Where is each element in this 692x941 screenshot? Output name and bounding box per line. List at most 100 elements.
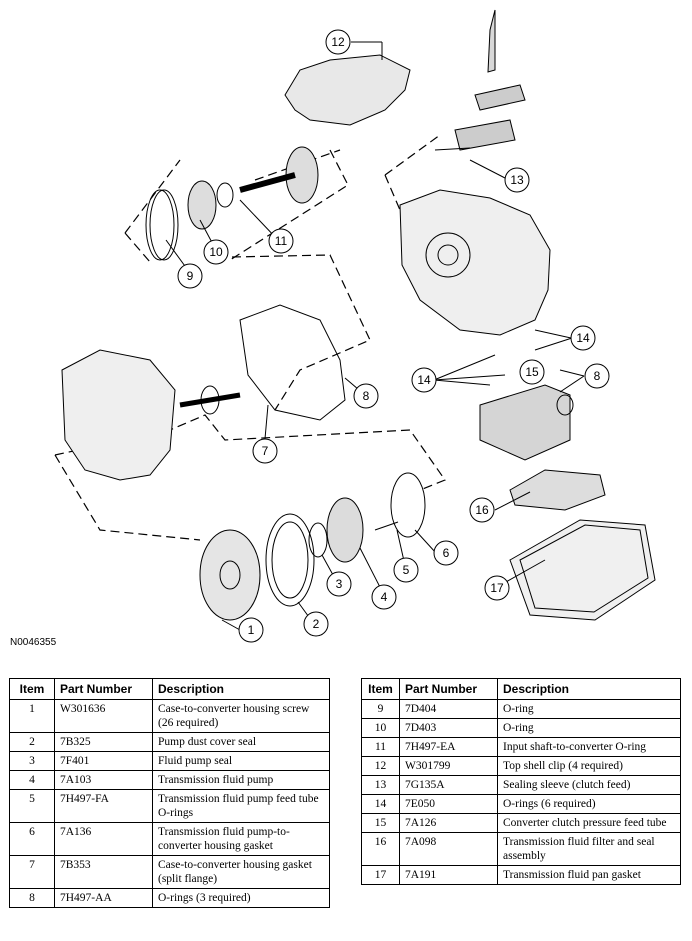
callout-8a: 8 bbox=[353, 383, 379, 409]
shift-linkage bbox=[434, 9, 526, 151]
item-cell: 9 bbox=[361, 699, 400, 719]
part-number-cell: 7A103 bbox=[54, 770, 153, 790]
callout-10: 10 bbox=[203, 239, 229, 265]
description-cell: Case-to-converter housing gasket (split … bbox=[152, 855, 330, 889]
callout-8b: 8 bbox=[584, 363, 610, 389]
svg-text:1: 1 bbox=[248, 623, 255, 637]
item-cell: 17 bbox=[361, 865, 400, 885]
svg-text:12: 12 bbox=[331, 35, 345, 49]
svg-text:4: 4 bbox=[381, 590, 388, 604]
svg-text:15: 15 bbox=[525, 365, 539, 379]
description-cell: O-rings (3 required) bbox=[152, 888, 330, 908]
transmission-case bbox=[399, 189, 551, 336]
svg-text:2: 2 bbox=[313, 617, 320, 631]
part-number-cell: 7G135A bbox=[399, 775, 498, 795]
callout-3: 3 bbox=[326, 571, 352, 597]
table-header-row: Item Part Number Description bbox=[361, 678, 681, 700]
valve-body bbox=[479, 384, 571, 461]
part-number-cell: 7H497-FA bbox=[54, 789, 153, 823]
item-cell: 8 bbox=[9, 888, 55, 908]
svg-text:7: 7 bbox=[262, 444, 269, 458]
callout-6: 6 bbox=[433, 540, 459, 566]
item-cell: 4 bbox=[9, 770, 55, 790]
fluid-pump bbox=[326, 497, 364, 563]
item-cell: 12 bbox=[361, 756, 400, 776]
item-cell: 1 bbox=[9, 699, 55, 733]
torque-converter bbox=[199, 529, 261, 621]
part-number-cell: 7E050 bbox=[399, 794, 498, 814]
svg-text:17: 17 bbox=[490, 581, 504, 595]
part-number-cell: 7B325 bbox=[54, 732, 153, 752]
svg-text:13: 13 bbox=[510, 173, 524, 187]
dashed-group-lines bbox=[54, 134, 446, 541]
part-number-cell: 7A126 bbox=[399, 813, 498, 833]
part-number-cell: 7D404 bbox=[399, 699, 498, 719]
part-number-cell: 7A098 bbox=[399, 832, 498, 866]
item-cell: 16 bbox=[361, 832, 400, 866]
item-cell: 6 bbox=[9, 822, 55, 856]
callout-13: 13 bbox=[504, 167, 530, 193]
case-to-converter-gasket bbox=[239, 304, 346, 421]
item-cell: 2 bbox=[9, 732, 55, 752]
item-cell: 15 bbox=[361, 813, 400, 833]
item-cell: 10 bbox=[361, 718, 400, 738]
pump-dust-cover-seal bbox=[265, 513, 315, 607]
part-number-cell: W301799 bbox=[399, 756, 498, 776]
part-number-cell: 7H497-EA bbox=[399, 737, 498, 757]
svg-text:6: 6 bbox=[443, 546, 450, 560]
column-header-item: Item bbox=[361, 678, 400, 700]
description-cell: Case-to-converter housing screw (26 requ… bbox=[152, 699, 330, 733]
description-cell: Transmission fluid pump bbox=[152, 770, 330, 790]
column-header-description: Description bbox=[152, 678, 330, 700]
fluid-pan bbox=[509, 519, 656, 621]
callout-14a: 14 bbox=[570, 325, 596, 351]
description-cell: Transmission fluid pan gasket bbox=[497, 865, 681, 885]
svg-text:10: 10 bbox=[209, 245, 223, 259]
callouts: 1 2 3 4 5 6 7 8 8 9 10 11 12 13 14 14 15… bbox=[177, 29, 610, 643]
callout-5: 5 bbox=[393, 557, 419, 583]
item-cell: 7 bbox=[9, 855, 55, 889]
fluid-pump-seal bbox=[308, 522, 328, 558]
description-cell: Input shaft-to-converter O-ring bbox=[497, 737, 681, 757]
callout-2: 2 bbox=[303, 611, 329, 637]
part-number-cell: 7H497-AA bbox=[54, 888, 153, 908]
svg-text:3: 3 bbox=[336, 577, 343, 591]
item-cell: 5 bbox=[9, 789, 55, 823]
part-number-cell: 7B353 bbox=[54, 855, 153, 889]
svg-text:14: 14 bbox=[417, 373, 431, 387]
description-cell: O-ring bbox=[497, 699, 681, 719]
svg-text:8: 8 bbox=[594, 369, 601, 383]
description-cell: Pump dust cover seal bbox=[152, 732, 330, 752]
column-header-part-number: Part Number bbox=[399, 678, 498, 700]
description-cell: Transmission fluid filter and seal assem… bbox=[497, 832, 681, 866]
description-cell: O-rings (6 required) bbox=[497, 794, 681, 814]
item-cell: 3 bbox=[9, 751, 55, 771]
callout-7: 7 bbox=[252, 438, 278, 464]
svg-text:14: 14 bbox=[576, 331, 590, 345]
top-shell bbox=[284, 54, 411, 126]
description-cell: Transmission fluid pump-to-converter hou… bbox=[152, 822, 330, 856]
callout-16: 16 bbox=[469, 497, 495, 523]
pump-gasket bbox=[390, 472, 426, 538]
svg-text:16: 16 bbox=[475, 503, 489, 517]
fluid-filter bbox=[509, 469, 606, 511]
description-cell: Top shell clip (4 required) bbox=[497, 756, 681, 776]
column-header-part-number: Part Number bbox=[54, 678, 153, 700]
callout-17: 17 bbox=[484, 575, 510, 601]
svg-text:9: 9 bbox=[187, 269, 194, 283]
description-cell: Sealing sleeve (clutch feed) bbox=[497, 775, 681, 795]
callout-1: 1 bbox=[238, 617, 264, 643]
description-cell: Converter clutch pressure feed tube bbox=[497, 813, 681, 833]
svg-text:11: 11 bbox=[275, 234, 288, 248]
